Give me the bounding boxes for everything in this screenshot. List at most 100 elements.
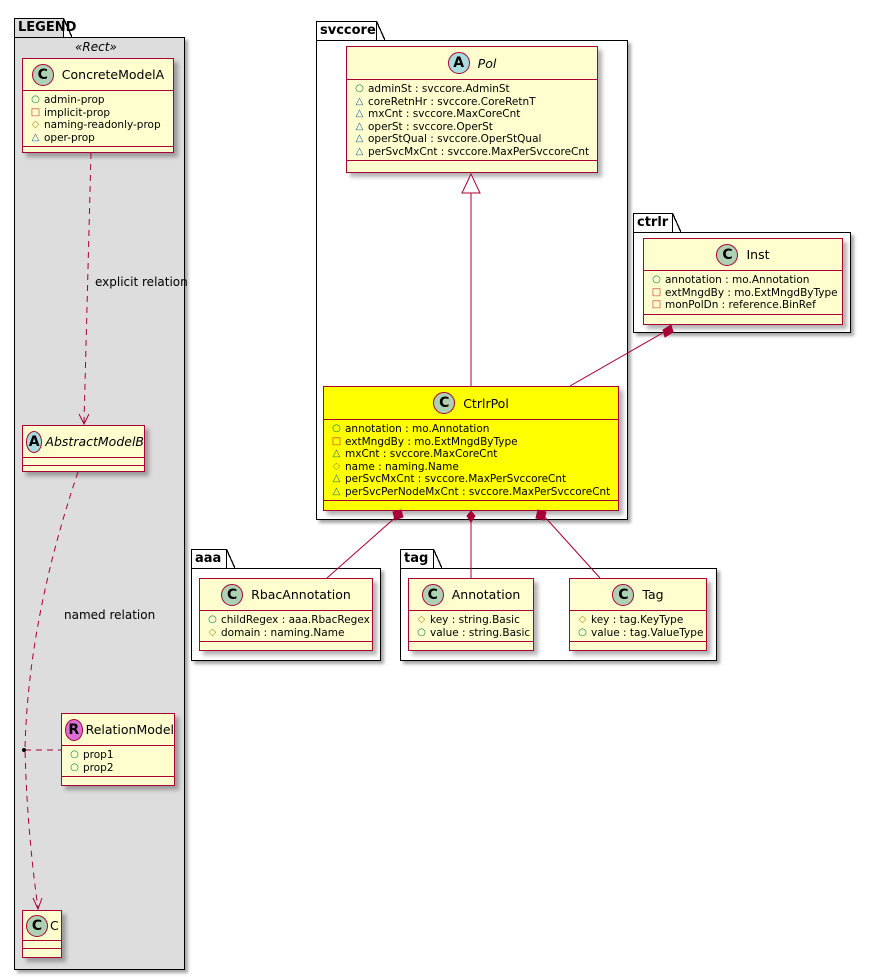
class-name: ConcreteModelA [61, 67, 165, 82]
class-name: CtrlrPol [463, 395, 509, 411]
named-relation-label: named relation [64, 608, 156, 622]
tag-package-tab: tag [400, 549, 442, 569]
class-header: C Inst [644, 239, 842, 271]
public-visibility-icon: ○ [417, 626, 426, 638]
composition-line-tag [543, 515, 601, 579]
class-relation-model[interactable]: R RelationModel ○prop1 ○prop2 [61, 713, 175, 786]
attribute-text: annotation : mo.Annotation [345, 423, 490, 435]
generalization-arrow-head [461, 172, 481, 194]
svccore-package-label: svccore [320, 23, 376, 38]
ctrlr-package-label: ctrlr [637, 215, 669, 230]
public-visibility-icon: ○ [355, 83, 364, 94]
attribute-text: value : tag.ValueType [591, 626, 704, 639]
class-inst[interactable]: C Inst ○annotation : mo.Annotation □extM… [643, 238, 843, 325]
attribute-text: admin-prop [44, 94, 105, 106]
legend-package-tab: LEGEND [14, 18, 76, 38]
public-visibility-icon: ○ [31, 94, 40, 105]
attribute-text: extMngdBy : mo.ExtMngdByType [665, 286, 838, 299]
private-visibility-icon: □ [331, 435, 342, 447]
class-concrete-model-a[interactable]: C ConcreteModelA ○admin-prop □implicit-p… [22, 58, 174, 153]
attribute: ◇ key : string.Basic [416, 614, 533, 627]
class-abstract-model-b[interactable]: A AbstractModelB [22, 425, 145, 472]
attribute: ○ adminSt : svccore.AdminSt [354, 83, 597, 96]
aaa-package-tab: aaa [191, 549, 235, 569]
public-visibility-icon: ○ [332, 423, 341, 434]
class-rbac-annotation[interactable]: C RbacAnnotation ○childRegex : aaa.RbacR… [199, 578, 373, 651]
explicit-relation-label: explicit relation [95, 275, 188, 289]
package-visibility-icon: △ [355, 120, 364, 132]
attribute-list: ○ annotation : mo.Annotation □extMngdBy :… [324, 420, 618, 501]
attribute: △mxCnt : svccore.MaxCoreCnt [354, 108, 597, 121]
class-header: C C [23, 911, 61, 941]
named-relation-arrow-head [32, 897, 43, 911]
class-c-icon: C [31, 63, 54, 86]
class-header: A Pol [347, 47, 597, 80]
attribute: □extMngdBy : mo.ExtMngdByType [331, 436, 618, 449]
protected-visibility-icon: ◇ [417, 614, 426, 625]
attribute-text: mxCnt : svccore.MaxCoreCnt [345, 448, 498, 460]
attribute: △coreRetnHr : svccore.CoreRetnT [354, 96, 597, 109]
protected-visibility-icon: ◇ [578, 614, 587, 625]
attribute-text: implicit-prop [44, 106, 111, 119]
attribute-text: operSt : svccore.OperSt [368, 120, 493, 133]
package-visibility-icon: △ [332, 485, 341, 497]
attribute-text: adminSt : svccore.AdminSt [368, 83, 510, 95]
attribute-text: perSvcMxCnt : svccore.MaxPerSvccoreCnt [368, 145, 590, 158]
attribute: ○ annotation : mo.Annotation [331, 423, 618, 436]
aaa-package-label: aaa [195, 551, 222, 566]
package-visibility-icon: △ [355, 145, 364, 157]
protected-visibility-icon: ◇ [332, 460, 341, 472]
class-name: Annotation [451, 587, 521, 602]
class-pol[interactable]: A Pol ○ adminSt : svccore.AdminSt △coreRe… [346, 46, 598, 173]
composition-line-rbac [326, 515, 398, 579]
ctrlr-package-tab: ctrlr [633, 213, 681, 233]
composition-diamond-annotation [466, 510, 476, 523]
class-header: C ConcreteModelA [23, 59, 173, 91]
class-a-icon: A [26, 430, 43, 453]
protected-visibility-icon: ◇ [208, 626, 217, 638]
attribute: ○ admin-prop [30, 94, 173, 107]
attribute: △operStQual : svccore.OperStQual [354, 133, 597, 146]
public-visibility-icon: ○ [70, 749, 79, 760]
class-name: Pol [477, 55, 497, 71]
class-name: Tag [642, 587, 664, 602]
class-c-icon: C [421, 583, 444, 606]
attribute: ○annotation : mo.Annotation [651, 274, 842, 287]
attribute-list: ○ adminSt : svccore.AdminSt △coreRetnHr :… [347, 80, 597, 161]
svccore-package-tab: svccore [316, 21, 385, 41]
legend-stereotype: «Rect» [75, 40, 117, 54]
public-visibility-icon: ○ [578, 626, 587, 638]
attribute-text: perSvcMxCnt : svccore.MaxPerSvccoreCnt [345, 473, 567, 485]
attribute: △mxCnt : svccore.MaxCoreCnt [331, 448, 618, 461]
attribute-list [23, 941, 61, 949]
attribute-text: key : string.Basic [430, 614, 520, 626]
class-r-icon: R [65, 718, 83, 741]
explicit-relation-arrow-head [78, 413, 90, 426]
attribute-list: ○annotation : mo.Annotation □extMngdBy :… [644, 271, 842, 315]
class-name: AbstractModelB [45, 434, 144, 449]
class-header: A AbstractModelB [23, 426, 144, 458]
attribute-text: value : string.Basic [430, 626, 531, 639]
class-header: C CtrlrPol [324, 387, 618, 420]
class-c[interactable]: C C [22, 910, 62, 958]
class-tag[interactable]: C Tag ◇key : tag.KeyType ○value : tag.Va… [569, 578, 707, 651]
attribute-list: ○childRegex : aaa.RbacRegex ◇domain : na… [200, 611, 372, 642]
attribute: △ operSt : svccore.OperSt [354, 121, 597, 134]
class-name: C [50, 918, 59, 933]
class-ctrlr-pol[interactable]: C CtrlrPol ○ annotation : mo.Annotation □… [323, 386, 619, 511]
attribute-list: ◇key : tag.KeyType ○value : tag.ValueTyp… [570, 611, 706, 642]
attribute: ◇naming-readonly-prop [30, 119, 173, 132]
attribute: ○prop1 [69, 749, 174, 762]
attribute: □monPolDn : reference.BinRef [651, 299, 842, 312]
package-visibility-icon: △ [332, 473, 341, 484]
attribute-text: monPolDn : reference.BinRef [665, 299, 816, 311]
attribute: □extMngdBy : mo.ExtMngdByType [651, 287, 842, 300]
attribute-text: childRegex : aaa.RbacRegex [221, 614, 370, 626]
composition-diamond-rbac [392, 509, 404, 521]
class-annotation[interactable]: C Annotation ◇ key : string.Basic ○ value … [408, 578, 534, 651]
composition-diamond-inst [662, 324, 674, 338]
class-c-icon: C [716, 243, 739, 266]
class-c-icon: C [221, 583, 244, 606]
attribute-text: domain : naming.Name [221, 626, 345, 639]
